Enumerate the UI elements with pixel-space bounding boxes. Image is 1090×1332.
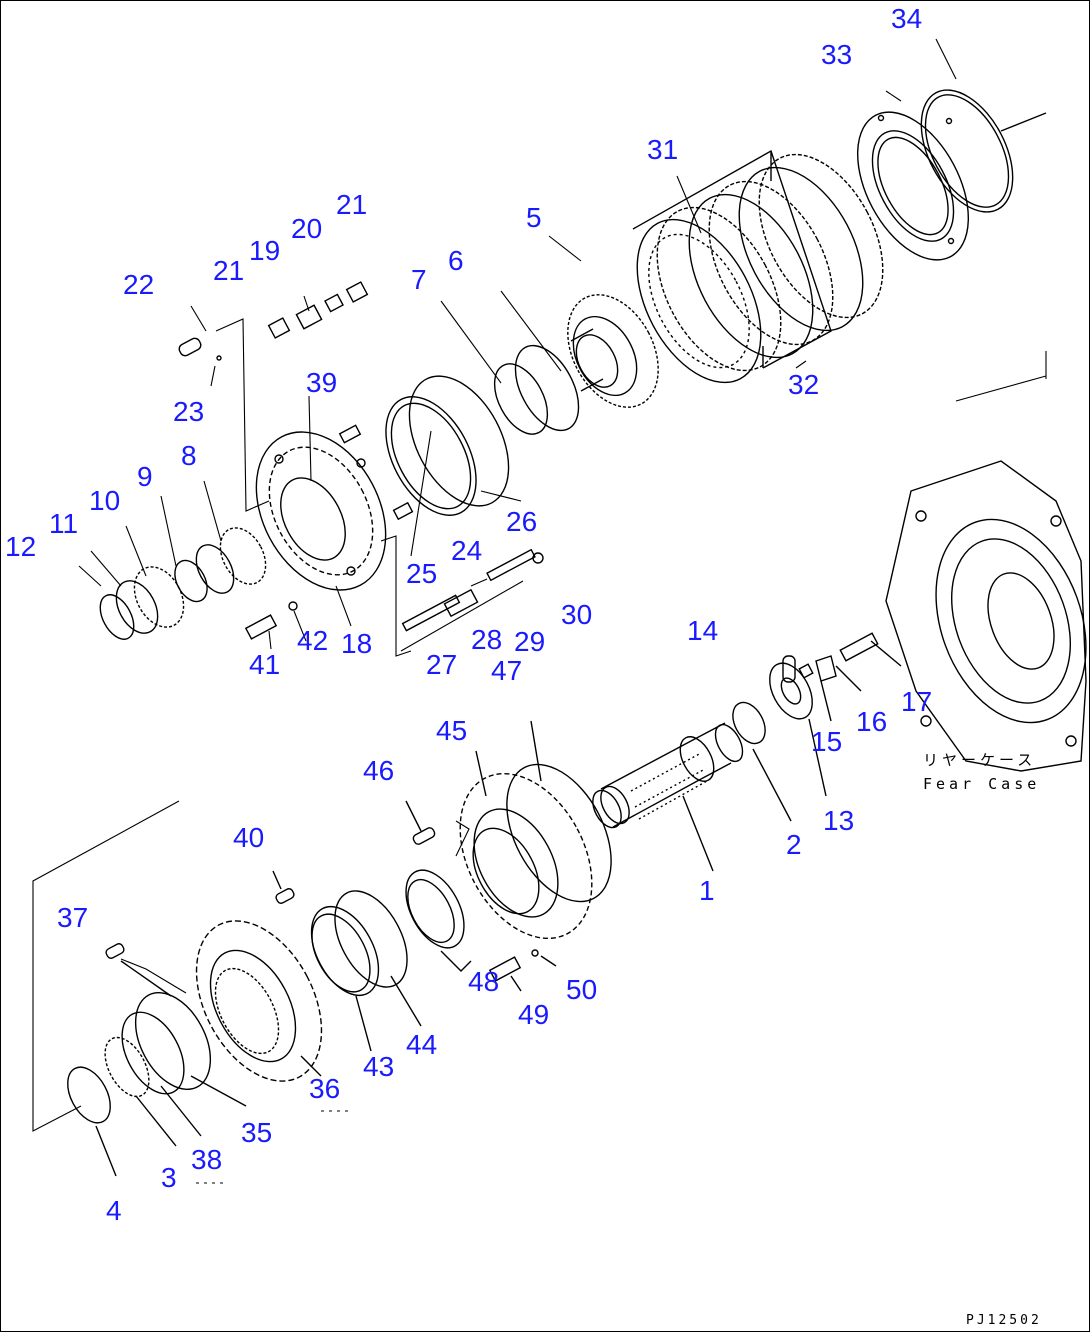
callout-22: 22: [123, 269, 155, 300]
callout-3: 3: [161, 1162, 177, 1193]
callout-26: 26: [506, 506, 538, 537]
part-33-plate: [856, 111, 970, 261]
callout-49: 49: [518, 999, 550, 1030]
part-2-13-ring-and-retainer: [732, 662, 827, 822]
callout-45: 45: [436, 715, 468, 746]
part-5-hub: [567, 294, 659, 408]
part-34-ring: [920, 89, 1047, 213]
callout-4: 4: [106, 1195, 122, 1226]
callout-16: 16: [856, 706, 888, 737]
callout-47: 47: [491, 655, 523, 686]
callout-10: 10: [89, 485, 121, 516]
callout-28: 28: [471, 624, 503, 655]
part-1-shaft: [592, 722, 744, 872]
part-8-12-gear-stack: [99, 527, 267, 640]
callout-35: 35: [241, 1117, 273, 1148]
callout-23: 23: [173, 396, 205, 427]
leader-lines-lower: [32, 800, 470, 1184]
callout-41: 41: [249, 649, 281, 680]
callout-5: 5: [526, 202, 542, 233]
parts-14-17-fasteners: [782, 632, 902, 722]
callout-37: 37: [57, 902, 89, 933]
part-36-carrier: [195, 920, 323, 1082]
callout-42: 42: [297, 625, 329, 656]
part-6-7-snap-rings: [493, 344, 580, 435]
callout-34: 34: [891, 3, 923, 34]
callout-18: 18: [341, 628, 373, 659]
callout-36: 36: [309, 1073, 341, 1104]
leader-lines-upper: [78, 38, 1047, 657]
callout-14: 14: [687, 615, 719, 646]
small-fasteners-lower: [105, 800, 557, 997]
callout-40: 40: [233, 822, 265, 853]
callout-29: 29: [514, 626, 546, 657]
callout-7: 7: [411, 264, 427, 295]
callout-25: 25: [406, 558, 438, 589]
rear-case: [885, 460, 1087, 772]
callout-2: 2: [786, 829, 802, 860]
callout-19: 19: [249, 235, 281, 266]
callout-15: 15: [811, 726, 843, 757]
parts-43-44-48-rings: [310, 869, 472, 1052]
callout-27: 27: [426, 649, 458, 680]
callout-32: 32: [788, 369, 820, 400]
callout-8: 8: [181, 440, 197, 471]
callout-9: 9: [137, 461, 153, 492]
callout-38: 38: [191, 1144, 223, 1175]
callout-12: 12: [5, 531, 37, 562]
callout-1: 1: [699, 875, 715, 906]
callout-17: 17: [901, 686, 933, 717]
callout-43: 43: [363, 1051, 395, 1082]
callout-44: 44: [406, 1029, 438, 1060]
part-24-26-plates: [385, 375, 510, 516]
callout-33: 33: [821, 39, 853, 70]
callout-46: 46: [363, 755, 395, 786]
callout-39: 39: [306, 367, 338, 398]
callout-20: 20: [291, 213, 323, 244]
part-31-32-clutch-discs: [632, 149, 884, 384]
part-18-carrier: [255, 431, 387, 591]
callout-11: 11: [49, 508, 79, 539]
callout-31: 31: [647, 134, 679, 165]
callout-50: 50: [566, 974, 598, 1005]
callout-21-right: 21: [336, 189, 368, 220]
rear-case-label-japanese: リヤーケース: [923, 751, 1037, 769]
callout-6: 6: [448, 245, 464, 276]
callout-48: 48: [468, 966, 500, 997]
part-47-45-housing: [459, 720, 612, 940]
rear-case-label-english: Fear Case: [923, 775, 1041, 793]
parts-35-38-3-4-rings: [67, 991, 247, 1177]
drawing-code: PJ12502: [966, 1313, 1042, 1328]
callout-30: 30: [561, 599, 593, 630]
callout-13: 13: [823, 805, 855, 836]
small-fasteners-upper: [178, 281, 544, 640]
callout-24: 24: [451, 535, 483, 566]
callout-21-left: 21: [213, 255, 245, 286]
